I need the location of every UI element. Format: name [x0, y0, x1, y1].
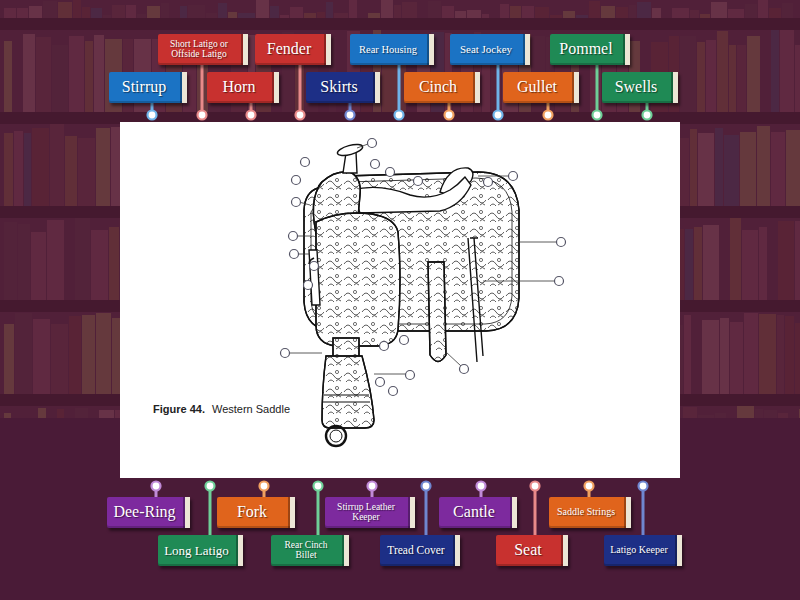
figure-title: Western Saddle	[212, 403, 290, 415]
tag-text: Stirrup Leather Keeper	[331, 503, 401, 523]
label-tag: Rear Housing	[350, 34, 434, 65]
label-tag: Cantle	[439, 497, 517, 528]
tag-text: Fender	[267, 41, 311, 58]
figure-panel	[120, 122, 680, 478]
leader-lines	[290, 144, 557, 374]
label-tag: Saddle Strings	[549, 497, 631, 528]
label-tag: Stirrup	[109, 72, 187, 103]
tag-text: Skirts	[320, 79, 357, 96]
label-tag: Stirrup Leather Keeper	[325, 497, 415, 528]
label-tag: Pommel	[550, 34, 630, 65]
tag-text: Rear Housing	[359, 44, 417, 55]
label-tag: Seat	[496, 535, 568, 566]
tag-text: Saddle Strings	[557, 507, 615, 518]
label-tag: Tread Cover	[380, 535, 460, 566]
label-tag: Gullet	[503, 72, 579, 103]
label-tag: Horn	[207, 72, 279, 103]
figure-caption: Figure 44. Western Saddle	[153, 403, 290, 415]
label-tag: Cinch	[404, 72, 480, 103]
figure-number: Figure 44.	[153, 403, 205, 415]
tag-text: Stirrup	[122, 79, 166, 96]
target-circles	[281, 139, 566, 396]
tag-text: Cinch	[419, 79, 457, 96]
saddle-drawing	[304, 142, 519, 446]
label-tag: Fork	[217, 497, 295, 528]
label-tag: Rear Cinch Billet	[271, 535, 349, 566]
pin-dots	[148, 111, 652, 491]
label-tag: Fender	[255, 34, 331, 65]
tag-text: Rear Cinch Billet	[277, 541, 335, 561]
label-tag: Long Latigo	[158, 535, 243, 566]
label-tag: Short Latigo or Offside Latigo	[158, 34, 248, 65]
tag-text: Long Latigo	[164, 544, 229, 558]
tag-text: Short Latigo or Offside Latigo	[164, 40, 234, 60]
tag-text: Swells	[615, 79, 658, 96]
tag-text: Gullet	[517, 79, 557, 96]
label-tag: Seat Jockey	[450, 34, 530, 65]
tag-text: Horn	[223, 79, 256, 96]
tag-text: Pommel	[559, 41, 612, 58]
tag-text: Fork	[237, 504, 267, 521]
tag-text: Dee-Ring	[113, 504, 175, 521]
tag-text: Latigo Keeper	[610, 545, 667, 556]
label-tag: Latigo Keeper	[604, 535, 682, 566]
tag-text: Seat Jockey	[460, 44, 512, 56]
tag-text: Tread Cover	[387, 544, 444, 556]
label-tag: Swells	[602, 72, 678, 103]
label-tag: Skirts	[306, 72, 380, 103]
tag-text: Seat	[514, 542, 542, 559]
label-tag: Dee-Ring	[107, 497, 190, 528]
tag-text: Cantle	[453, 504, 495, 521]
pin-stems	[152, 49, 647, 550]
